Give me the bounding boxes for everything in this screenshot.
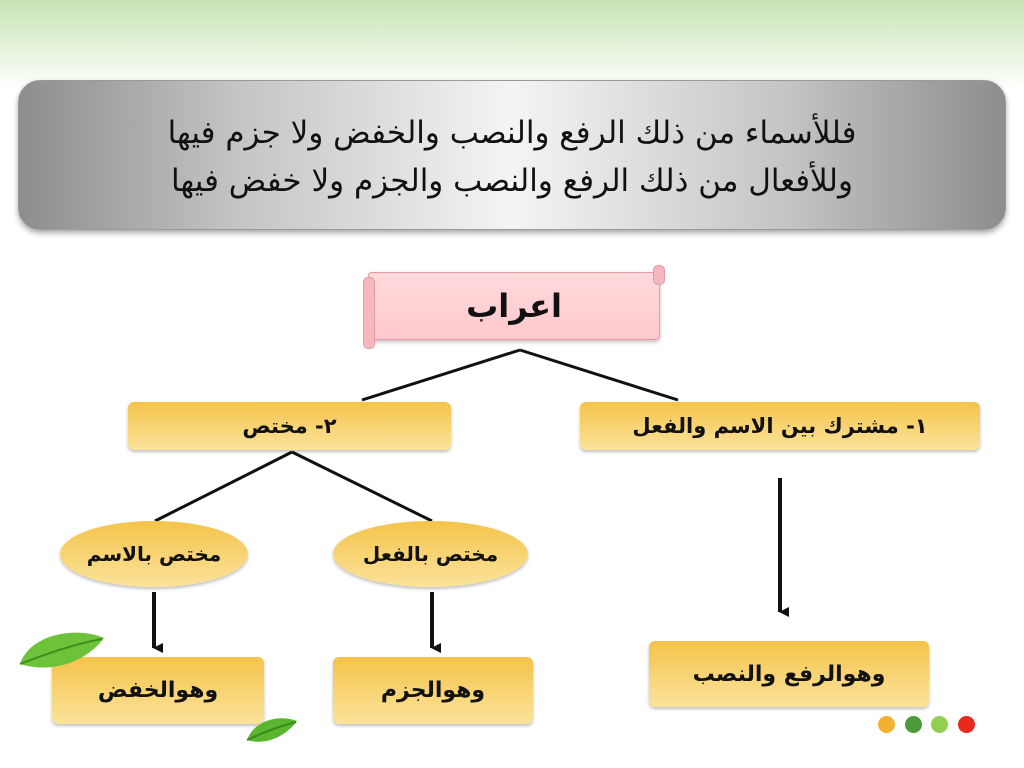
sub-verb-oval: مختص بالفعل bbox=[333, 521, 528, 587]
result-verb: وهوالجزم bbox=[333, 657, 533, 724]
result-noun-label: وهوالخفض bbox=[97, 678, 219, 703]
branch-specific-label: ٢- مختص bbox=[242, 414, 337, 438]
branch-shared: ١- مشترك بين الاسم والفعل bbox=[580, 402, 980, 450]
branch-shared-label: ١- مشترك بين الاسم والفعل bbox=[632, 414, 928, 438]
banner-line-verbs: وللأفعال من ذلك الرفع والنصب والجزم ولا … bbox=[171, 163, 853, 199]
sub-noun-label: مختص بالاسم bbox=[86, 542, 222, 566]
line-root-to-specific bbox=[361, 348, 521, 402]
decor-dot-lightgreen bbox=[931, 716, 948, 733]
line-specific-to-noun bbox=[154, 450, 293, 523]
result-shared-label: وهوالرفع والنصب bbox=[692, 661, 886, 687]
decor-dot-darkgreen bbox=[905, 716, 922, 733]
decor-dot-orange bbox=[878, 716, 895, 733]
line-specific-to-verb bbox=[291, 450, 433, 523]
result-shared: وهوالرفع والنصب bbox=[649, 641, 929, 707]
result-noun: وهوالخفض bbox=[52, 657, 264, 724]
leaf-icon bbox=[19, 632, 104, 668]
leaf-icon bbox=[246, 718, 297, 742]
banner-line-nouns: فللأسماء من ذلك الرفع والنصب والخفض ولا … bbox=[167, 115, 857, 151]
line-root-to-shared bbox=[519, 348, 679, 402]
decor-dot-red bbox=[958, 716, 975, 733]
sub-verb-label: مختص بالفعل bbox=[362, 542, 499, 566]
branch-specific: ٢- مختص bbox=[128, 402, 451, 450]
top-gradient-band bbox=[0, 0, 1024, 90]
root-scroll-i3rab: اعراب bbox=[363, 265, 665, 349]
rule-banner: فللأسماء من ذلك الرفع والنصب والخفض ولا … bbox=[18, 80, 1006, 230]
root-label: اعراب bbox=[466, 287, 562, 325]
sub-noun-oval: مختص بالاسم bbox=[60, 521, 248, 587]
result-verb-label: وهوالجزم bbox=[380, 678, 486, 703]
